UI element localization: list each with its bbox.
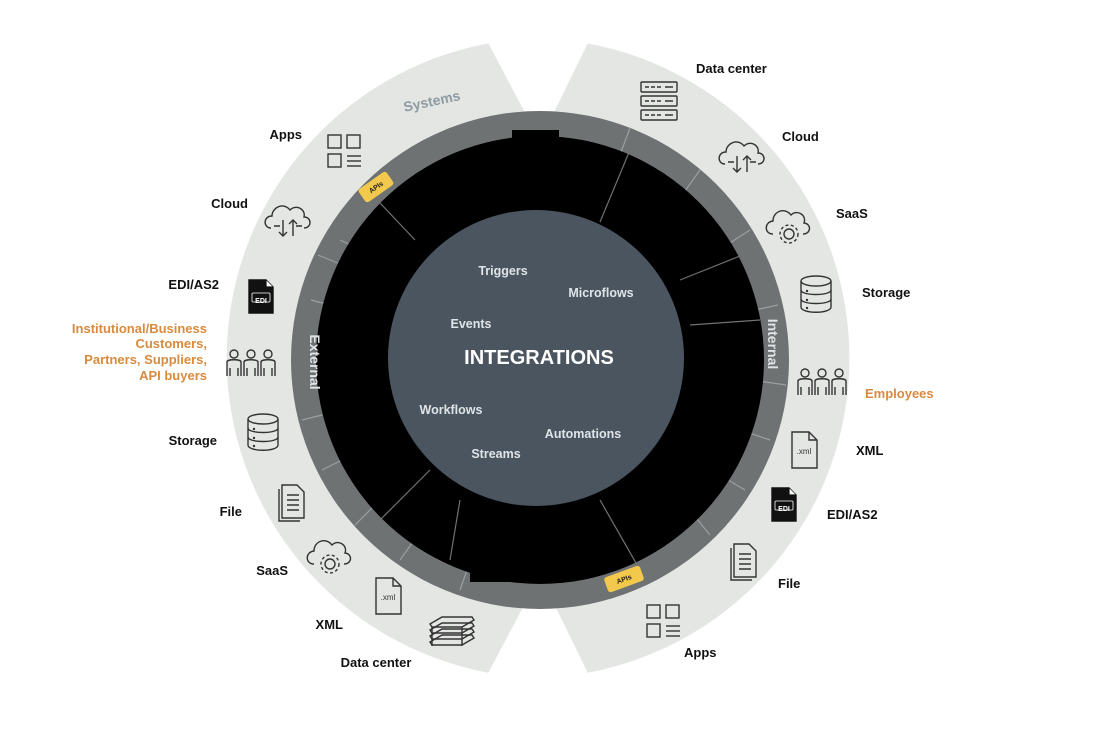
svg-text:SaaS: SaaS xyxy=(256,563,288,578)
outer-ring-left xyxy=(226,43,540,673)
right-item-storage: Storage xyxy=(800,275,910,313)
svg-text:Partners, Suppliers,: Partners, Suppliers, xyxy=(84,352,207,367)
left-item-file: File xyxy=(220,484,305,522)
svg-text:Storage: Storage xyxy=(169,433,217,448)
inner-ring-notches xyxy=(346,130,714,582)
svg-text:.xml: .xml xyxy=(381,593,396,602)
svg-text:File: File xyxy=(220,504,242,519)
svg-text:EDI/AS2: EDI/AS2 xyxy=(168,277,219,292)
api-badge-top: APIs xyxy=(358,171,394,203)
svg-text:EDI: EDI xyxy=(778,506,790,513)
right-item-cloud: Cloud xyxy=(718,129,819,173)
svg-text:Storage: Storage xyxy=(862,285,910,300)
svg-text:XML: XML xyxy=(856,443,884,458)
svg-text:Institutional/Business: Institutional/Business xyxy=(72,321,207,336)
left-item-data-center: Data center xyxy=(341,616,475,670)
core-circle xyxy=(388,210,684,506)
edi-file-icon xyxy=(248,279,274,314)
left-item-xml: XML .xml xyxy=(316,577,402,632)
core-term-microflows: Microflows xyxy=(568,286,633,300)
right-item-xml: XML .xml xyxy=(791,431,884,469)
svg-text:Apps: Apps xyxy=(684,645,717,660)
svg-text:API buyers: API buyers xyxy=(139,368,207,383)
svg-text:Data center: Data center xyxy=(696,61,767,76)
core-term-workflows: Workflows xyxy=(420,403,483,417)
svg-text:EDI: EDI xyxy=(255,298,267,305)
right-item-saas: SaaS xyxy=(765,206,868,244)
server-rack-icon xyxy=(640,81,678,121)
core-term-triggers: Triggers xyxy=(478,264,527,278)
api-badge-bottom: APIs xyxy=(604,565,644,593)
svg-text:Employees: Employees xyxy=(865,386,934,401)
svg-text:Cloud: Cloud xyxy=(211,196,248,211)
right-item-file: File xyxy=(730,543,800,591)
left-item-storage: Storage xyxy=(169,413,279,451)
left-item-saas: SaaS xyxy=(256,540,352,578)
svg-text:.xml: .xml xyxy=(797,447,812,456)
right-item-data-center: Data center xyxy=(640,61,767,121)
edi-file-icon xyxy=(771,487,797,522)
left-item-edi: EDI/AS2 EDI xyxy=(168,277,274,314)
svg-text:Apps: Apps xyxy=(270,127,303,142)
core-term-events: Events xyxy=(451,317,492,331)
svg-text:APIs: APIs xyxy=(616,574,633,586)
svg-text:Cloud: Cloud xyxy=(782,129,819,144)
svg-text:Data center: Data center xyxy=(341,655,412,670)
core-title: INTEGRATIONS xyxy=(464,347,614,369)
core-term-streams: Streams xyxy=(471,447,520,461)
right-item-employees: Employees xyxy=(797,368,934,401)
ring-title-external: External xyxy=(307,334,323,389)
svg-text:EDI/AS2: EDI/AS2 xyxy=(827,507,878,522)
left-item-institutional: Institutional/Business Customers, Partne… xyxy=(72,321,276,383)
svg-text:SaaS: SaaS xyxy=(836,206,868,221)
svg-text:XML: XML xyxy=(316,617,344,632)
left-item-cloud: Cloud xyxy=(211,196,311,237)
svg-text:File: File xyxy=(778,576,800,591)
left-item-apps: Apps xyxy=(270,127,362,168)
inner-ring-dividers xyxy=(379,149,761,571)
ring-title-internal: Internal xyxy=(765,319,781,370)
core-term-automations: Automations xyxy=(545,427,621,441)
svg-text:Customers,: Customers, xyxy=(135,336,207,351)
right-item-apps: Apps xyxy=(646,604,717,660)
right-item-edi: EDI/AS2 EDI xyxy=(771,487,878,522)
